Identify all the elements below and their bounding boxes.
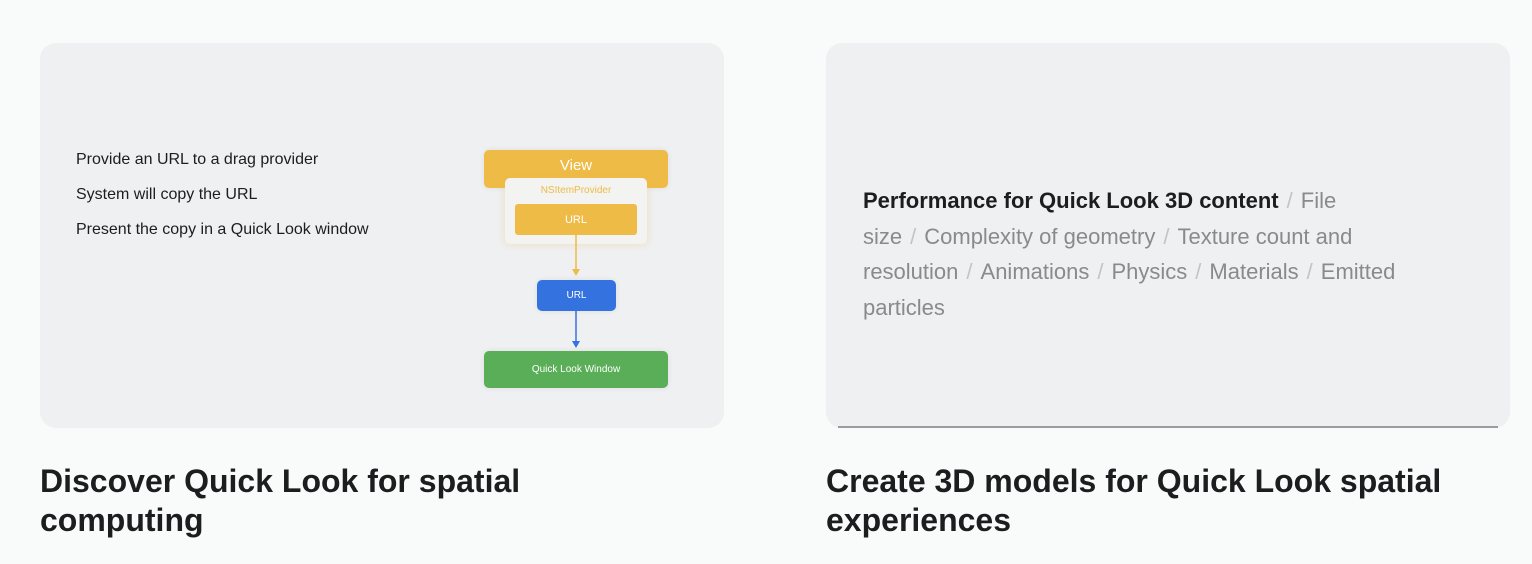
watch-progress-bar bbox=[838, 426, 1498, 428]
topic-list: Performance for Quick Look 3D content/Fi… bbox=[863, 188, 1396, 320]
bullet: Present the copy in a Quick Look window bbox=[76, 221, 369, 238]
bullet: System will copy the URL bbox=[76, 186, 258, 203]
bullet-list: Provide an URL to a drag provider System… bbox=[76, 151, 369, 256]
video-thumbnail-quick-look[interactable]: Provide an URL to a drag provider System… bbox=[40, 43, 724, 428]
diagram-quick-look-window-box: Quick Look Window bbox=[484, 351, 668, 388]
diagram-arrows bbox=[572, 235, 580, 348]
video-title[interactable]: Create 3D models for Quick Look spatial … bbox=[826, 463, 1442, 538]
diagram-url-inner: URL bbox=[515, 204, 637, 235]
progress-fill bbox=[838, 426, 1498, 428]
diagram-url-copy-box: URL bbox=[537, 280, 616, 311]
diagram-provider-box: NSItemProvider URL bbox=[505, 178, 647, 244]
video-thumbnail-3d-models[interactable]: Performance for Quick Look 3D content/Fi… bbox=[826, 43, 1510, 428]
bullet: Provide an URL to a drag provider bbox=[76, 151, 319, 168]
video-title[interactable]: Discover Quick Look for spatial computin… bbox=[40, 463, 521, 538]
topic-heading: Performance for Quick Look 3D content bbox=[863, 188, 1279, 213]
